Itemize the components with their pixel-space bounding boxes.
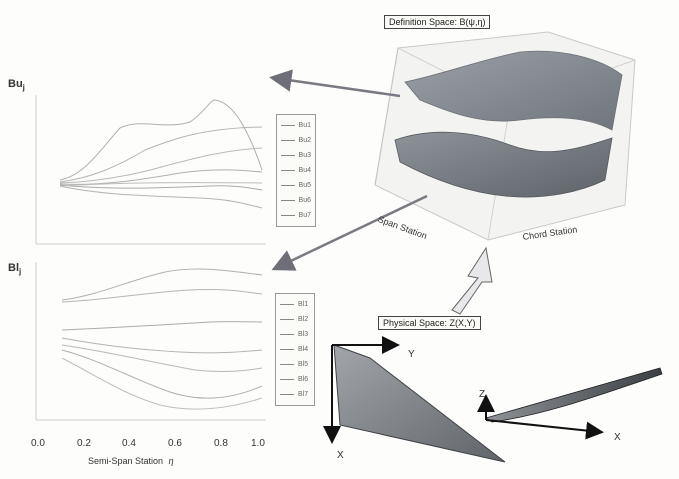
upper-legend-item: Bu4 (281, 163, 311, 178)
lower-curve-1 (61, 268, 263, 301)
lower-curve-3 (61, 321, 263, 331)
x-axis-title-symbol: η (168, 456, 174, 466)
definition-space-title: Definition Space: B(ψ,η) (384, 15, 491, 29)
box-edge-left (374, 47, 399, 186)
x-tick: 0.6 (168, 438, 182, 449)
lower-legend-item: Bl5 (280, 357, 310, 372)
lower-legend-label: Bl1 (298, 301, 309, 308)
lower-legend-label: Bl6 (298, 376, 309, 383)
upper-legend: Bu1 Bu2 Bu3 Bu4 Bu5 Bu6 Bu7 (276, 114, 316, 227)
x-tick: 0.0 (31, 438, 45, 449)
upper-legend-label: Bu4 (298, 167, 311, 174)
x-tick: 1.0 (251, 438, 265, 449)
upper-surface (404, 50, 623, 131)
upper-y-label: Buj (8, 78, 25, 92)
lower-legend-label: Bl7 (298, 391, 309, 398)
lower-y-label: Blj (8, 262, 21, 276)
side-view-x-label: X (614, 432, 621, 443)
upper-curve-6 (59, 185, 263, 209)
lower-legend-item: Bl3 (280, 327, 310, 342)
mapping-arrow (451, 246, 493, 315)
x-axis-title: Semi-Span Station η (88, 456, 174, 466)
wing-side-view (477, 367, 663, 440)
lower-legend-label: Bl5 (298, 361, 309, 368)
x-tick: 0.2 (77, 438, 91, 449)
upper-legend-label: Bu6 (298, 197, 311, 204)
lower-curve-7 (61, 357, 263, 410)
upper-curve-1 (59, 99, 263, 181)
lower-legend-item: Bl1 (280, 297, 310, 312)
upper-legend-item: Bu6 (281, 193, 311, 208)
upper-chart (35, 95, 266, 245)
upper-y-label-sub: j (22, 83, 25, 93)
wing-top-view (323, 336, 506, 463)
lower-curve-2 (61, 288, 263, 303)
upper-curve-4 (59, 169, 263, 185)
wing-side-shape (485, 367, 663, 423)
lower-curve-5 (61, 344, 263, 372)
lower-legend: Bl1 Bl2 Bl3 Bl4 Bl5 Bl6 Bl7 (275, 293, 315, 406)
upper-curve-3 (59, 147, 263, 184)
upper-curve-2 (59, 126, 263, 183)
upper-legend-label: Bu5 (298, 182, 311, 189)
x-tick: 0.4 (122, 438, 136, 449)
wing-planform (333, 344, 506, 463)
upper-legend-item: Bu5 (281, 178, 311, 193)
x-tick: 0.8 (214, 438, 228, 449)
upper-y-label-text: Bu (8, 78, 23, 90)
upper-legend-item: Bu3 (281, 148, 311, 163)
definition-space-plot (374, 31, 636, 241)
upper-legend-label: Bu7 (298, 212, 311, 219)
lower-legend-label: Bl3 (298, 331, 309, 338)
lower-curve-4 (61, 337, 263, 354)
upper-legend-label: Bu3 (298, 152, 311, 159)
lower-legend-item: Bl2 (280, 312, 310, 327)
x-axis-arrow-side (485, 419, 604, 440)
physical-space-title: Physical Space: Z(X,Y) (378, 316, 481, 330)
upper-legend-label: Bu2 (298, 137, 311, 144)
upper-legend-item: Bu1 (281, 118, 311, 133)
lower-curve-6 (61, 349, 263, 399)
arrow-upper (269, 69, 401, 98)
lower-legend-label: Bl2 (298, 316, 309, 323)
top-view-y-label: Y (408, 349, 415, 360)
lower-y-label-sub: j (19, 267, 22, 277)
upper-curve-5 (59, 184, 263, 191)
side-view-z-label: Z (479, 389, 486, 400)
upper-legend-item: Bu7 (281, 208, 311, 223)
lower-chart (35, 262, 266, 421)
upper-curve-7 (59, 182, 263, 187)
upper-legend-item: Bu2 (281, 133, 311, 148)
x-axis-title-text: Semi-Span Station (88, 456, 164, 466)
top-view-x-label: X (337, 450, 344, 461)
lower-legend-item: Bl7 (280, 387, 310, 402)
lower-legend-item: Bl4 (280, 342, 310, 357)
lower-y-label-text: Bl (8, 262, 19, 274)
lower-legend-item: Bl6 (280, 372, 310, 387)
lower-surface (394, 131, 613, 198)
lower-legend-label: Bl4 (298, 346, 309, 353)
arrow-lower (271, 194, 428, 271)
upper-legend-label: Bu1 (298, 122, 311, 129)
